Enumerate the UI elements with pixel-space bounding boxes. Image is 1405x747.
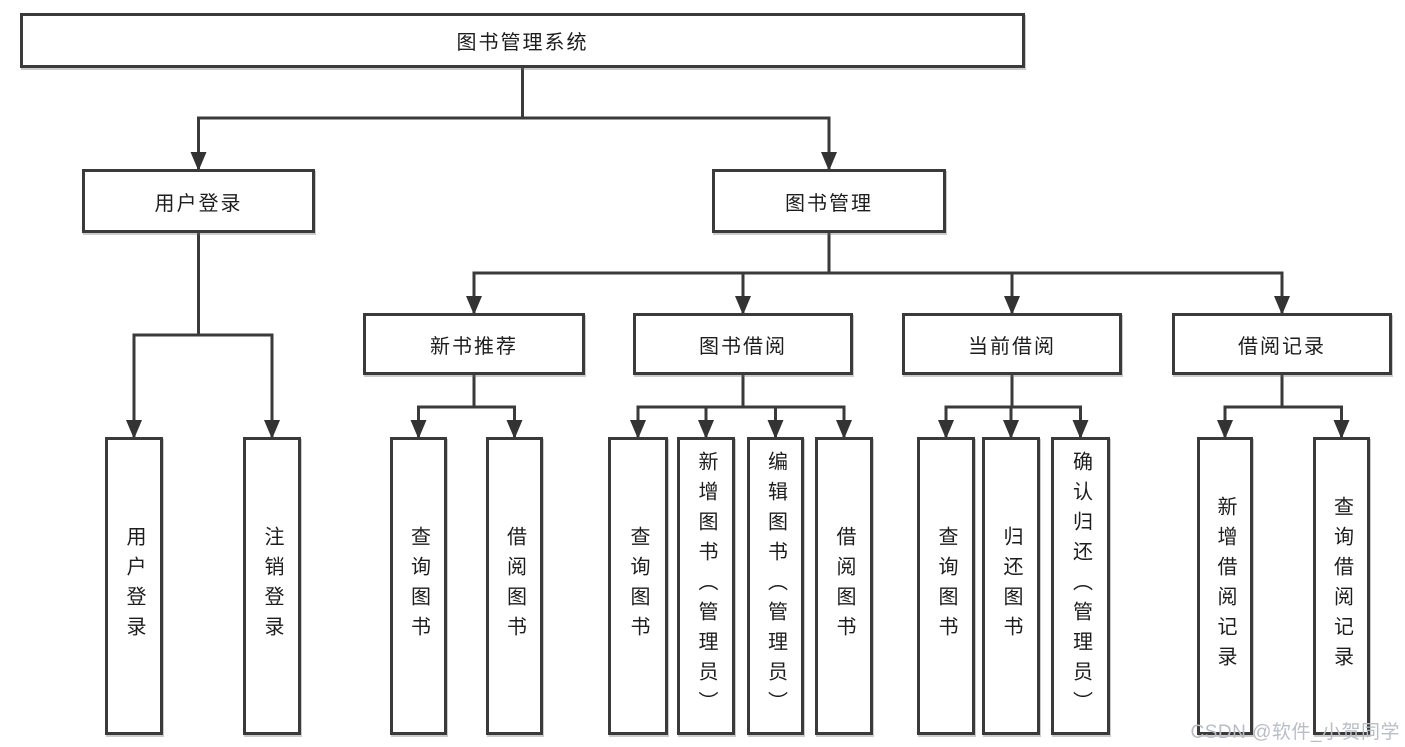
node-leaf-confirm-return: 确认归还（管理员） [1051,437,1110,735]
node-leaf-user-login: 用户登录 [105,437,163,735]
node-current-borrow: 当前借阅 [902,313,1122,375]
node-label: 查询图书 [627,526,649,646]
node-label: 查询借阅记录 [1330,496,1353,676]
node-leaf-return-book: 归还图书 [982,437,1040,735]
node-user-login: 用户登录 [82,169,315,233]
node-leaf-add-book: 新增图书（管理员） [677,437,735,735]
node-label: 新增图书（管理员） [695,451,717,721]
node-label: 借阅图书 [833,526,855,646]
node-leaf-borrow-books-2: 借阅图书 [815,437,873,735]
node-leaf-borrow-books-1: 借阅图书 [486,437,543,735]
node-book-mgmt: 图书管理 [712,169,946,233]
node-root: 图书管理系统 [20,13,1025,68]
node-label: 编辑图书（管理员） [764,451,787,721]
node-new-book-rec: 新书推荐 [363,313,585,375]
node-leaf-logout: 注销登录 [243,437,301,735]
watermark: CSDN @软件_小贺同学 [1190,722,1400,743]
node-book-borrow: 图书借阅 [633,313,853,375]
node-label: 确认归还（管理员） [1069,451,1092,721]
node-label: 借阅图书 [503,526,526,646]
node-label: 用户登录 [123,526,145,646]
node-label: 查询图书 [407,526,430,646]
node-label: 新增借阅记录 [1214,496,1236,676]
node-leaf-add-borrow-record: 新增借阅记录 [1197,437,1253,735]
node-label: 归还图书 [1000,526,1022,646]
node-leaf-edit-book: 编辑图书（管理员） [747,437,804,735]
node-leaf-query-books-2: 查询图书 [608,437,668,735]
node-borrow-records: 借阅记录 [1172,313,1392,375]
node-leaf-query-borrow-record: 查询借阅记录 [1313,437,1370,735]
node-leaf-query-books-3: 查询图书 [917,437,975,735]
node-label: 查询图书 [935,526,957,646]
node-label: 注销登录 [261,526,283,646]
node-leaf-query-books-1: 查询图书 [390,437,447,735]
